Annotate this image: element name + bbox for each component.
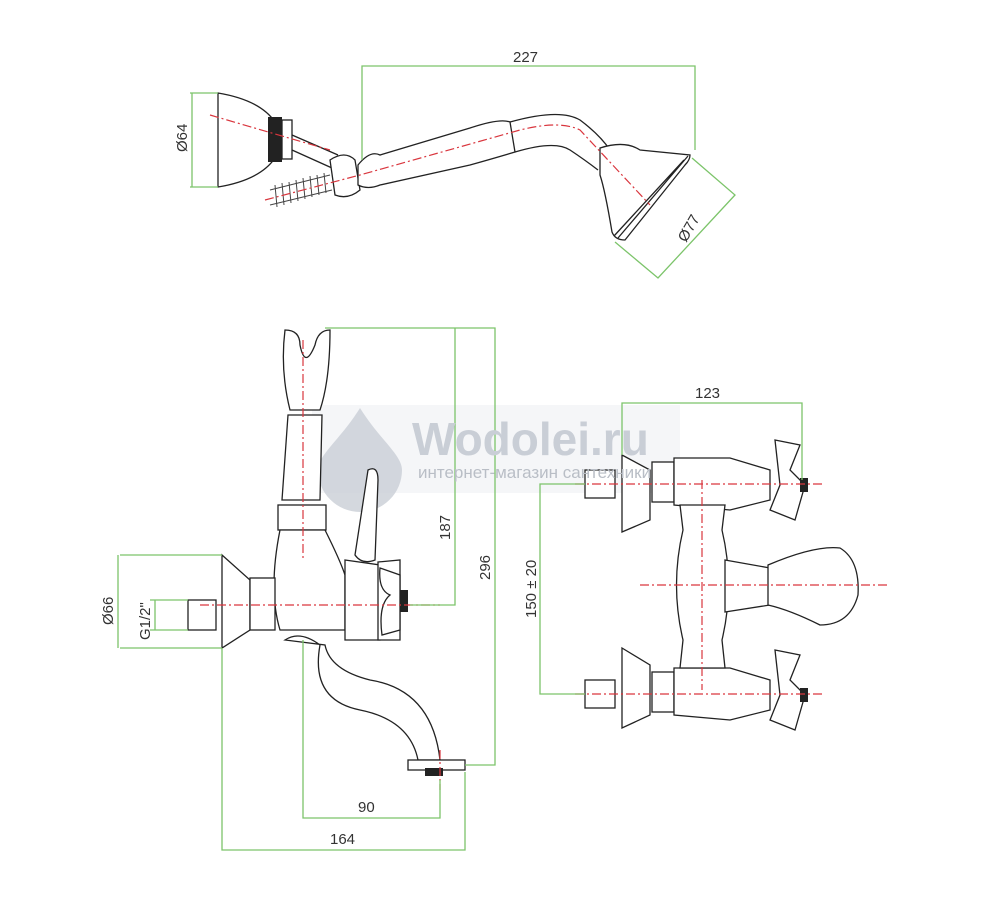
dim-flange-diameter: Ø66 bbox=[100, 597, 117, 625]
dim-total-height: 296 bbox=[477, 555, 494, 580]
drop-logo-icon bbox=[318, 408, 402, 512]
dim-center-distance: 150 ± 20 bbox=[523, 560, 540, 618]
dim-thread: G1/2" bbox=[137, 602, 154, 640]
dim-handshower-length: 227 bbox=[513, 49, 538, 66]
dim-head-diameter: Ø77 bbox=[675, 212, 704, 245]
dim-spout-reach: 90 bbox=[358, 799, 375, 816]
side-view: Ø66 G1/2" 187 296 90 164 bbox=[100, 327, 496, 851]
watermark: Wodolei.ru интернет-магазин сантехники bbox=[412, 413, 651, 482]
front-view: 123 150 ± 20 bbox=[523, 385, 890, 731]
dim-total-depth: 164 bbox=[330, 831, 355, 848]
hand-shower-view: Ø64 227 Ø77 bbox=[174, 49, 736, 279]
watermark-brand: Wodolei.ru bbox=[412, 413, 649, 465]
dim-center-width: 123 bbox=[695, 385, 720, 402]
dim-holder-height: 187 bbox=[437, 515, 454, 540]
watermark-tagline: интернет-магазин сантехники bbox=[418, 463, 651, 482]
dim-holder-diameter: Ø64 bbox=[174, 124, 191, 152]
